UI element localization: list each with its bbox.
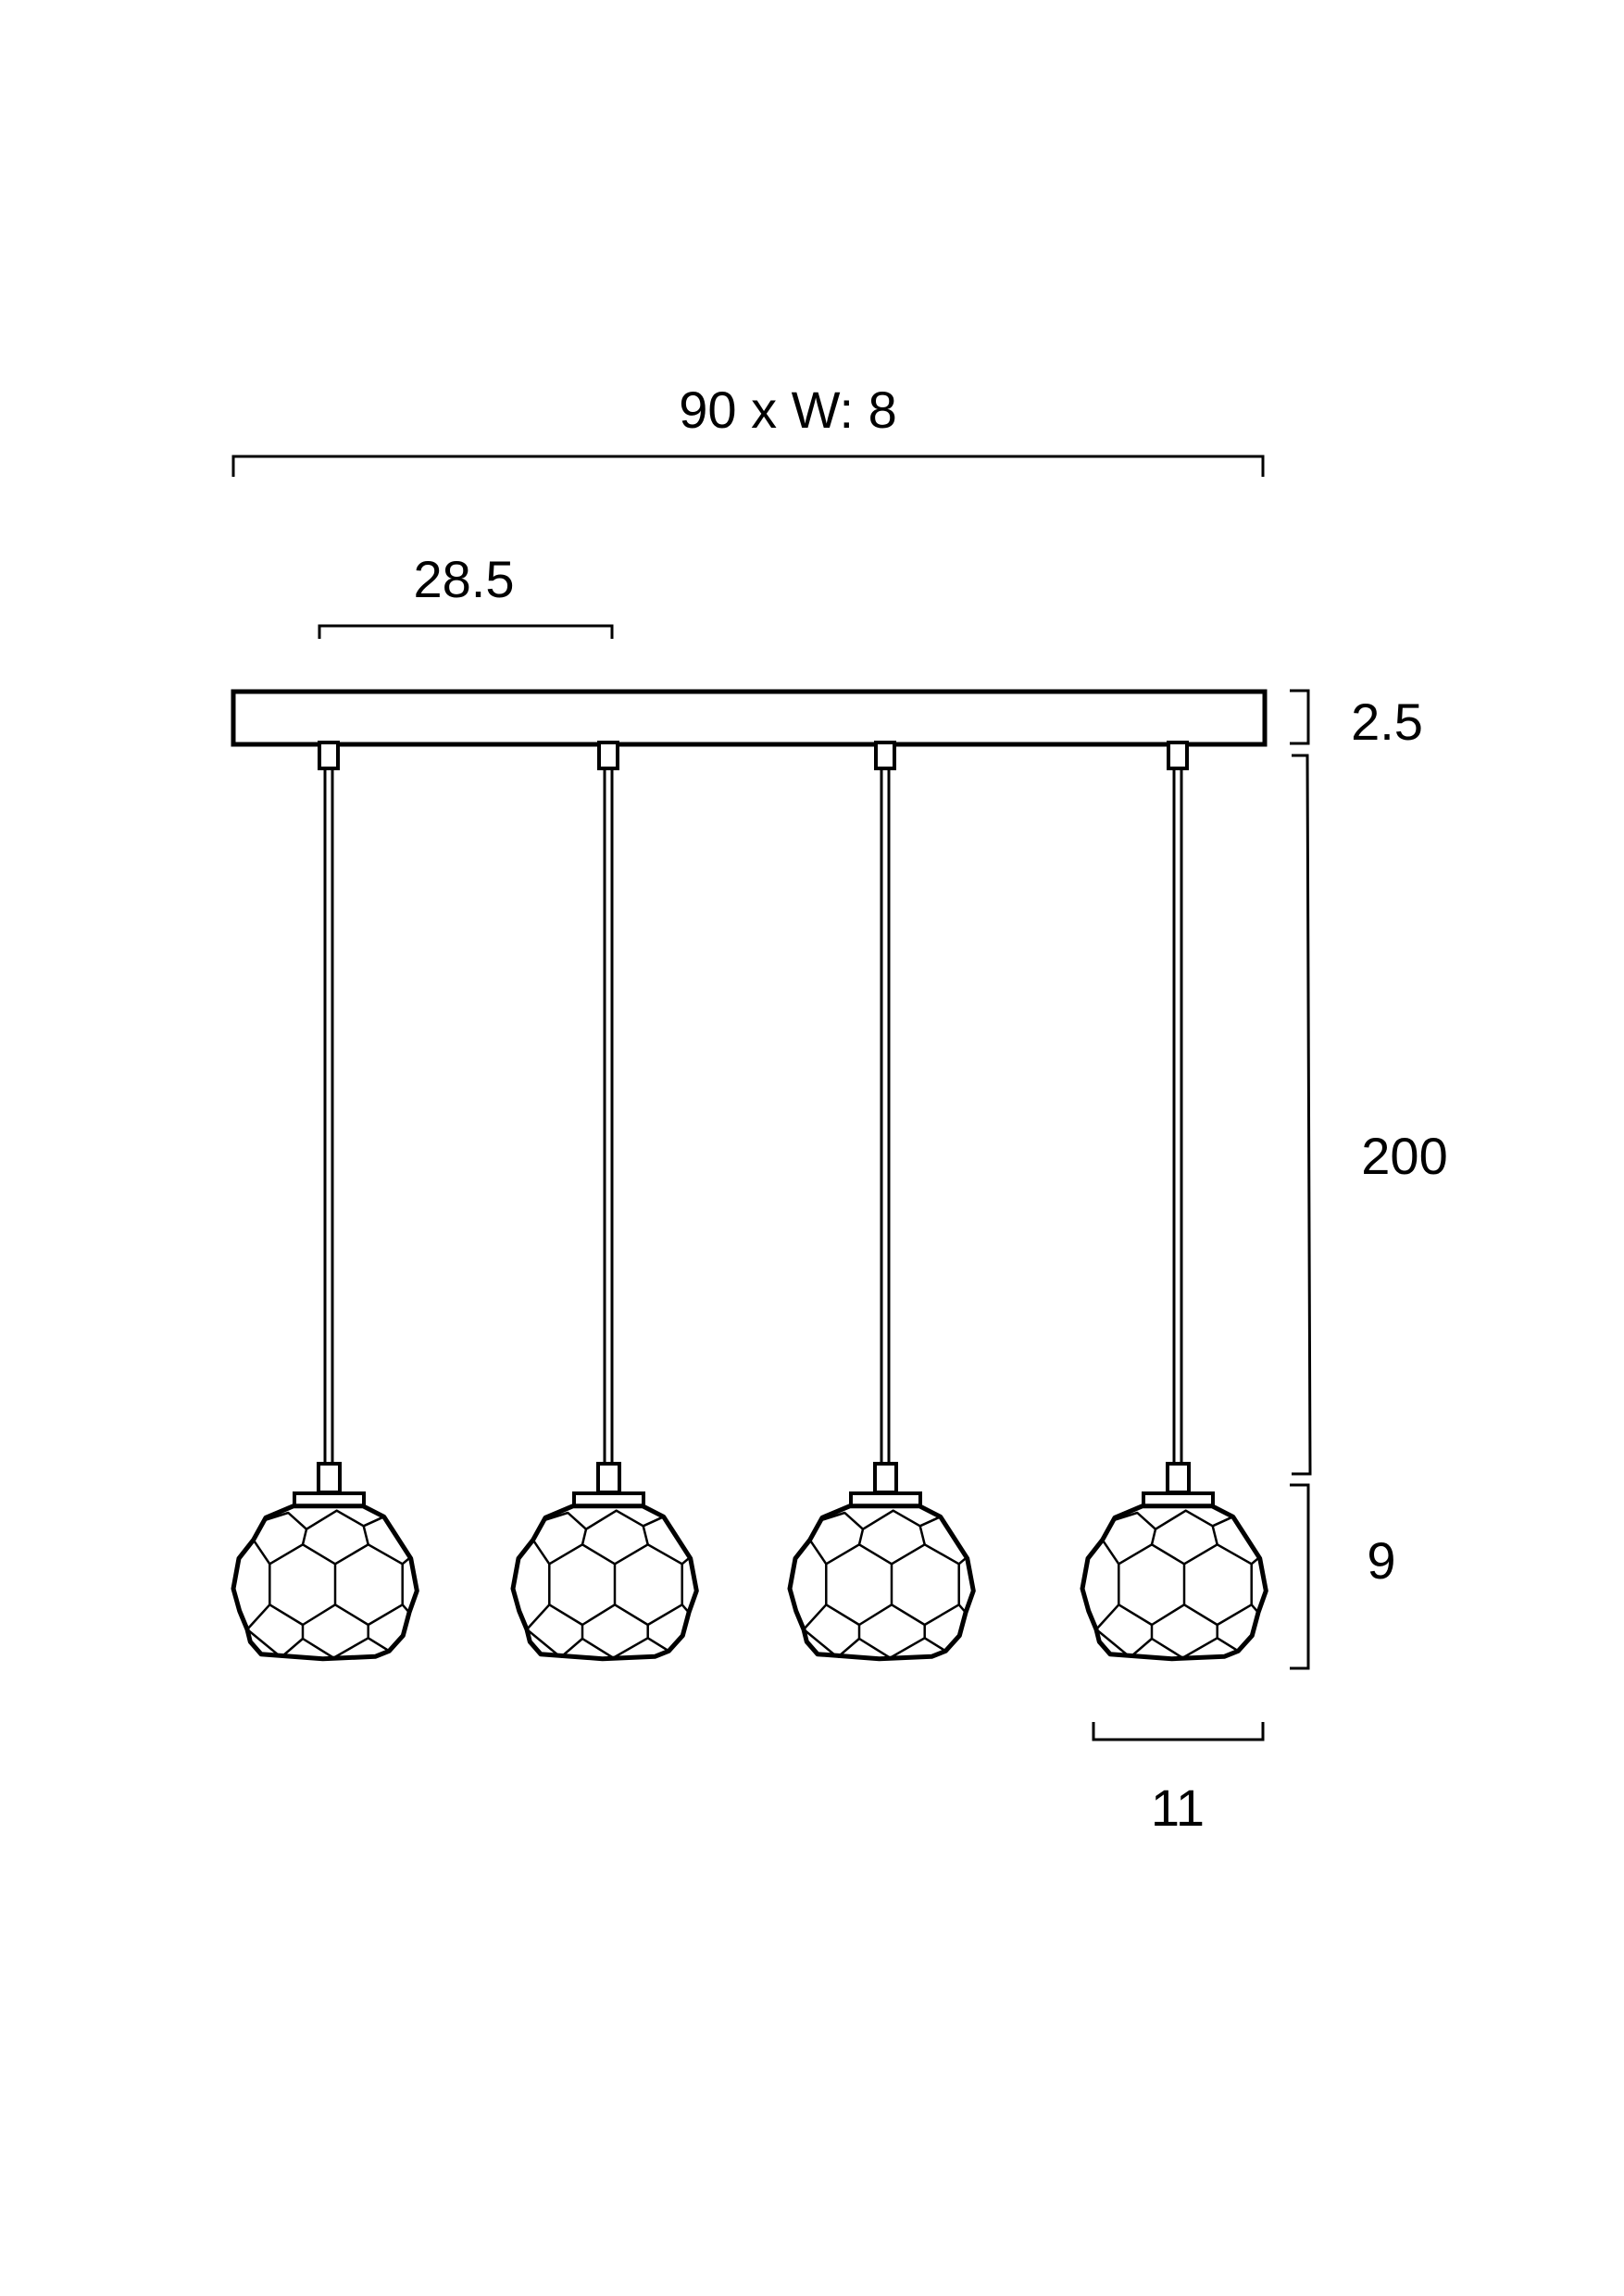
- shade-facet-line: [544, 1511, 587, 1530]
- shade-height-label: 9: [1367, 1531, 1395, 1590]
- shade-facet-line: [803, 1603, 828, 1630]
- shade-facet-line: [836, 1638, 860, 1658]
- shade-facet-line: [1095, 1628, 1131, 1658]
- shade-facet-line: [1129, 1638, 1153, 1658]
- shade-facet-line: [1095, 1603, 1120, 1630]
- shade-facet-line: [363, 1516, 385, 1528]
- shade-facet-line: [1250, 1603, 1259, 1614]
- pendant-light: [1080, 741, 1268, 1662]
- shade-outline: [231, 1504, 419, 1662]
- shade-facet-line: [857, 1509, 926, 1545]
- shade-facet-line: [1114, 1511, 1156, 1530]
- shade-facet-line: [681, 1555, 692, 1566]
- shade-facet-line: [252, 1539, 271, 1566]
- shade-facet-line: [858, 1637, 946, 1659]
- faceted-glass-shade: [787, 1504, 976, 1662]
- shade-outline: [787, 1504, 976, 1662]
- shade-outline: [510, 1504, 699, 1662]
- shade-facet-line: [1212, 1516, 1234, 1528]
- pendant-spacing-dimension-line: [318, 624, 614, 639]
- overall-length-dimension-line: [231, 455, 1265, 477]
- shade-facet-line: [301, 1509, 369, 1545]
- shade-facet-line: [1151, 1637, 1239, 1659]
- pendant-light: [510, 741, 699, 1662]
- shade-facet-line: [1101, 1539, 1120, 1566]
- shade-cord-connector: [1166, 1462, 1191, 1494]
- shade-height-bracket: [1290, 1483, 1310, 1670]
- overall-length-label: 90 x W: 8: [679, 381, 897, 439]
- shade-facet-line: [891, 1543, 960, 1627]
- faceted-glass-shade: [231, 1504, 419, 1662]
- shade-facet-line: [614, 1543, 683, 1627]
- ceiling-canopy-bar: [231, 689, 1268, 747]
- shade-facet-line: [246, 1603, 271, 1630]
- shade-facet-line: [302, 1637, 390, 1659]
- shade-cord-connector: [317, 1462, 342, 1494]
- shade-facet-line: [919, 1516, 942, 1528]
- shade-facet-line: [531, 1539, 551, 1566]
- shade-facet-line: [526, 1603, 551, 1630]
- shade-facet-line: [1183, 1543, 1253, 1627]
- shade-facet-line: [957, 1555, 968, 1566]
- top-cord-connector: [318, 741, 340, 770]
- shade-width-dimension-line: [1092, 1722, 1265, 1741]
- shade-outline: [1080, 1504, 1268, 1662]
- shade-facet-line: [681, 1603, 690, 1614]
- shade-facet-line: [246, 1628, 281, 1658]
- shade-facet-line: [808, 1539, 828, 1566]
- shade-facet-line: [526, 1628, 561, 1658]
- shade-facet-line: [643, 1516, 665, 1528]
- shade-facet-line: [334, 1543, 404, 1627]
- faceted-glass-shade: [510, 1504, 699, 1662]
- cord-length-label: 200: [1361, 1127, 1447, 1185]
- shade-facet-line: [265, 1511, 307, 1530]
- shade-facet-line: [559, 1638, 583, 1658]
- pendant-light: [231, 741, 419, 1662]
- shade-cord-connector: [596, 1462, 621, 1494]
- top-cord-connector: [1167, 741, 1189, 770]
- top-cord-connector: [597, 741, 619, 770]
- shade-facet-line: [280, 1638, 304, 1658]
- shade-facet-line: [401, 1555, 412, 1566]
- shade-facet-line: [581, 1637, 669, 1659]
- shade-facet-line: [957, 1603, 967, 1614]
- shade-facet-line: [1150, 1509, 1218, 1545]
- shade-facet-line: [581, 1509, 649, 1545]
- shade-facet-line: [401, 1603, 410, 1614]
- shade-facet-line: [803, 1628, 838, 1658]
- pendant-spacing-label: 28.5: [414, 550, 515, 608]
- pendant-light: [787, 741, 976, 1662]
- canopy-height-label: 2.5: [1351, 693, 1423, 751]
- cord-length-bracket: [1292, 754, 1312, 1476]
- shade-width-label: 11: [1151, 1778, 1205, 1837]
- shade-cord-connector: [873, 1462, 898, 1494]
- faceted-glass-shade: [1080, 1504, 1268, 1662]
- shade-facet-line: [821, 1511, 864, 1530]
- top-cord-connector: [874, 741, 896, 770]
- canopy-height-bracket: [1290, 689, 1310, 745]
- shade-facet-line: [1250, 1555, 1261, 1566]
